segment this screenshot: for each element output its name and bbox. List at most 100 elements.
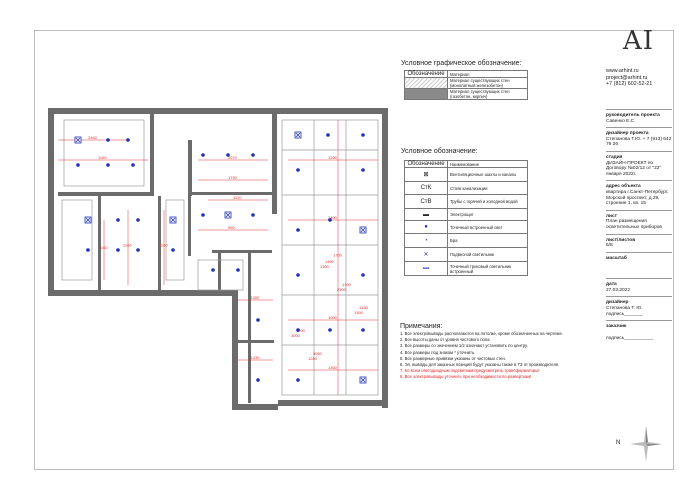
note-item: 5. Все размерные привязки указаны от чис… [400, 355, 506, 361]
legend-symbols-title: Условное обозначение: [401, 148, 478, 155]
spotlight [361, 273, 365, 277]
dimension-label: 2500 [337, 287, 347, 292]
sconce-icon: ◔ [404, 233, 448, 248]
legend-row-name: Вентиляционные шахты и каналы [447, 167, 528, 182]
spotlight [326, 133, 330, 137]
legend-row-spotlight: ● Точечный встроенный свет [404, 220, 528, 234]
legend-row-name: Бра [447, 233, 528, 248]
legend-graphic-header-material: Материал [447, 70, 528, 78]
spotlight [361, 328, 365, 332]
brick-fill-swatch [404, 88, 448, 100]
tb-value: квартира г.Санкт-Петербург, Морской прос… [606, 189, 669, 207]
tb-label: лист [606, 213, 618, 219]
spotlight [251, 213, 255, 217]
pendant-light-mark [360, 377, 366, 383]
tb-label: лист/листов [606, 237, 636, 243]
dimension-label: 1490 [325, 259, 335, 264]
spotlight [126, 138, 130, 142]
sewer-riser-icon: СтК [404, 181, 448, 195]
legend-graphic-material: Материал существующих стен (газобетон, к… [447, 88, 528, 100]
dimension-label: 1430 [251, 355, 261, 360]
compass-rose: N [616, 424, 664, 469]
pendant-light-mark [360, 227, 366, 233]
tb-value: Степанова Т. Ю. подпись_______ [606, 306, 643, 317]
tb-value: План размещения осветительных приборов [606, 219, 662, 230]
notes-section: Примечания: 1. Все электровыводы распола… [400, 322, 610, 381]
note-item: 3. Все размеры со значением 1/2 означают… [400, 343, 528, 349]
notes-title: Примечания: [400, 323, 443, 330]
legend-row-name: Точечный встроенный свет [447, 220, 528, 234]
spotlight [236, 268, 240, 272]
track-light-icon: ▪▪▪ [404, 261, 448, 276]
dimension-label: 1200 [296, 328, 306, 333]
drawing-frame [34, 30, 674, 470]
legend-graphic-row: Материал существующих стен (газобетон, к… [404, 88, 528, 100]
pendant-light-mark [75, 137, 81, 143]
spotlight [201, 213, 205, 217]
tb-label: дата [606, 282, 617, 288]
legend-graphic-title: Условное графическое обозначение: [401, 60, 522, 67]
legend-row-name: Электрощит [447, 208, 528, 221]
tb-label: руководитель проекта [606, 113, 660, 118]
legend-row-water-pipes: СтВ Трубы с горячей и холодной водой [404, 194, 528, 209]
spotlight [251, 153, 255, 157]
dimension-label: 1160 [99, 245, 108, 250]
dimension-label: 1360 [328, 365, 338, 370]
legend-symbols-header-symbol: Обозначение [404, 160, 448, 168]
dimension-label: 1160 [98, 155, 107, 160]
legend-row-sconce: ◔ Бра [404, 233, 528, 248]
tb-value: Степанова Т.Ю. + 7 (913) 642 79 26 [606, 136, 672, 148]
spotlight [171, 248, 175, 252]
tb-value: ДИЗАЙН-ПРОЕКТ по Договору №02/12 от "22"… [606, 160, 662, 177]
pendant-light-mark [170, 217, 176, 223]
spotlight [296, 328, 300, 332]
contact-email: project@arhint.ru [606, 74, 648, 81]
note-item: 6. Эл. выводы для заказных позиций будут… [400, 362, 560, 368]
electrical-panel-icon: ▬ [404, 208, 448, 221]
legend-row-sewer-riser: СтК Стояк канализации [404, 181, 528, 195]
legend-row-pendant: ✕ Подвесной светильник [404, 247, 528, 262]
dimension-label: 1300 [342, 282, 352, 287]
legend-symbols-header-name: Наименование [447, 160, 528, 168]
spotlight [361, 168, 365, 172]
dimension-label: 1200 [328, 155, 338, 160]
dimension-label: 1000 [328, 315, 338, 320]
legend-graphic-header: Обозначение Материал [404, 70, 528, 78]
spotlight [296, 273, 300, 277]
spotlight [86, 248, 90, 252]
note-item-warning: 7. Ко всем светодиодным подсветкам преду… [400, 368, 540, 374]
legend-row-track: ▪▪▪ Точечный трековый светильник встроен… [404, 261, 528, 276]
company-logo: AI [623, 26, 655, 56]
tb-value: 6/8 [606, 243, 613, 249]
tb-label: дизайнер проекта [606, 131, 649, 137]
legend-row-name: Стояк канализации [447, 181, 528, 195]
spotlight [201, 153, 205, 157]
pendant-light-mark [225, 212, 231, 218]
dimension-label: 1280 [308, 356, 318, 361]
dimension-label: 3060 [313, 351, 323, 356]
dimension-label: 2400 [328, 215, 338, 220]
spotlight [256, 318, 260, 322]
water-riser-icon: СтВ [404, 194, 448, 209]
legend-graphic-row: Материал существующих стен (монолитный ж… [404, 77, 528, 89]
note-item: 1. Все электровыводы располагаются на по… [400, 331, 563, 336]
pendant-light-icon: ✕ [404, 247, 448, 262]
dimension-lines [58, 120, 378, 395]
tb-value: Савенко Е.С. [606, 118, 636, 124]
dimension-label: 1700 [333, 253, 343, 258]
walls [48, 108, 388, 410]
contact-phone: +7 (812) 602-52-21 [606, 81, 653, 88]
tb-value: подпись___________ [606, 335, 654, 341]
spotlight [226, 153, 230, 157]
note-item-warning: 8. Все электровыводы уточнить при необхо… [400, 374, 532, 380]
dimension-label: 1430 [359, 305, 369, 310]
spotlight [116, 248, 120, 252]
spotlight [106, 138, 110, 142]
compass-icon [630, 426, 662, 462]
spotlight-icon: ● [404, 220, 448, 234]
spotlight [328, 328, 332, 332]
dimension-label: 1160 [123, 243, 132, 248]
